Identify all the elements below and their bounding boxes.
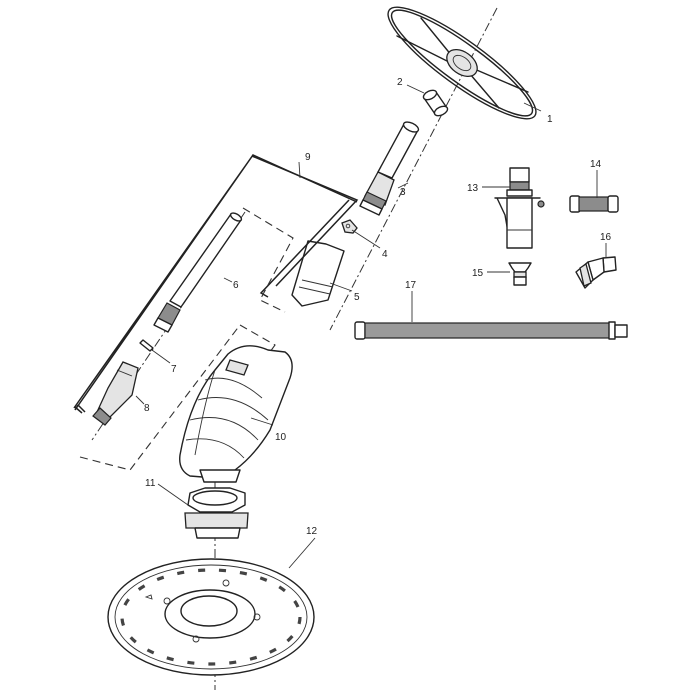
callout-1: 1 xyxy=(547,114,553,125)
part-13-flow-regulator-valve[interactable] xyxy=(494,167,545,249)
part-8-hose-cuff[interactable] xyxy=(92,361,139,426)
part-11-foot-pad-adapter[interactable] xyxy=(184,487,249,539)
part-9-bracket-outline xyxy=(74,155,359,414)
part-3-upper-hose-segment[interactable] xyxy=(359,120,420,216)
callout-8: 8 xyxy=(144,403,150,414)
callout-16: 16 xyxy=(600,232,612,243)
part-4-clip[interactable] xyxy=(341,219,358,234)
callout-17: 17 xyxy=(405,280,417,291)
callout-14: 14 xyxy=(590,159,602,170)
part-17-long-corrugated-hose[interactable] xyxy=(354,321,628,340)
callout-5: 5 xyxy=(354,292,360,303)
callout-11: 11 xyxy=(145,478,156,489)
callout-10: 10 xyxy=(275,432,287,443)
callout-13: 13 xyxy=(467,183,479,194)
part-10-dashed-group xyxy=(79,324,276,471)
part-2-bearing-collar[interactable] xyxy=(422,88,449,117)
part-16-elbow-fitting[interactable] xyxy=(575,256,617,289)
leader-lines xyxy=(135,84,607,569)
callout-3: 3 xyxy=(400,187,406,198)
callout-4: 4 xyxy=(382,249,388,260)
part-1-deflector-wheel[interactable] xyxy=(376,0,547,134)
callout-6: 6 xyxy=(233,280,239,291)
callout-15: 15 xyxy=(472,268,484,279)
part-5-swivel-coupling[interactable] xyxy=(291,240,345,307)
callout-7: 7 xyxy=(171,364,177,375)
part-6-dashed-group xyxy=(242,207,294,313)
part-15-cone-adapter[interactable] xyxy=(508,262,532,286)
assembly-axis-upper xyxy=(329,7,498,331)
part-9-group-bracket xyxy=(73,154,358,413)
callout-2: 2 xyxy=(397,77,403,88)
part-10-cleaner-body[interactable] xyxy=(179,345,293,483)
callout-12: 12 xyxy=(306,526,318,537)
part-6-long-hose-segment[interactable] xyxy=(153,211,243,333)
part-7-pin[interactable] xyxy=(139,339,154,352)
part-12-disc[interactable] xyxy=(107,558,315,676)
callout-9: 9 xyxy=(305,152,311,163)
part-14-short-hose-cuff[interactable] xyxy=(569,195,619,213)
